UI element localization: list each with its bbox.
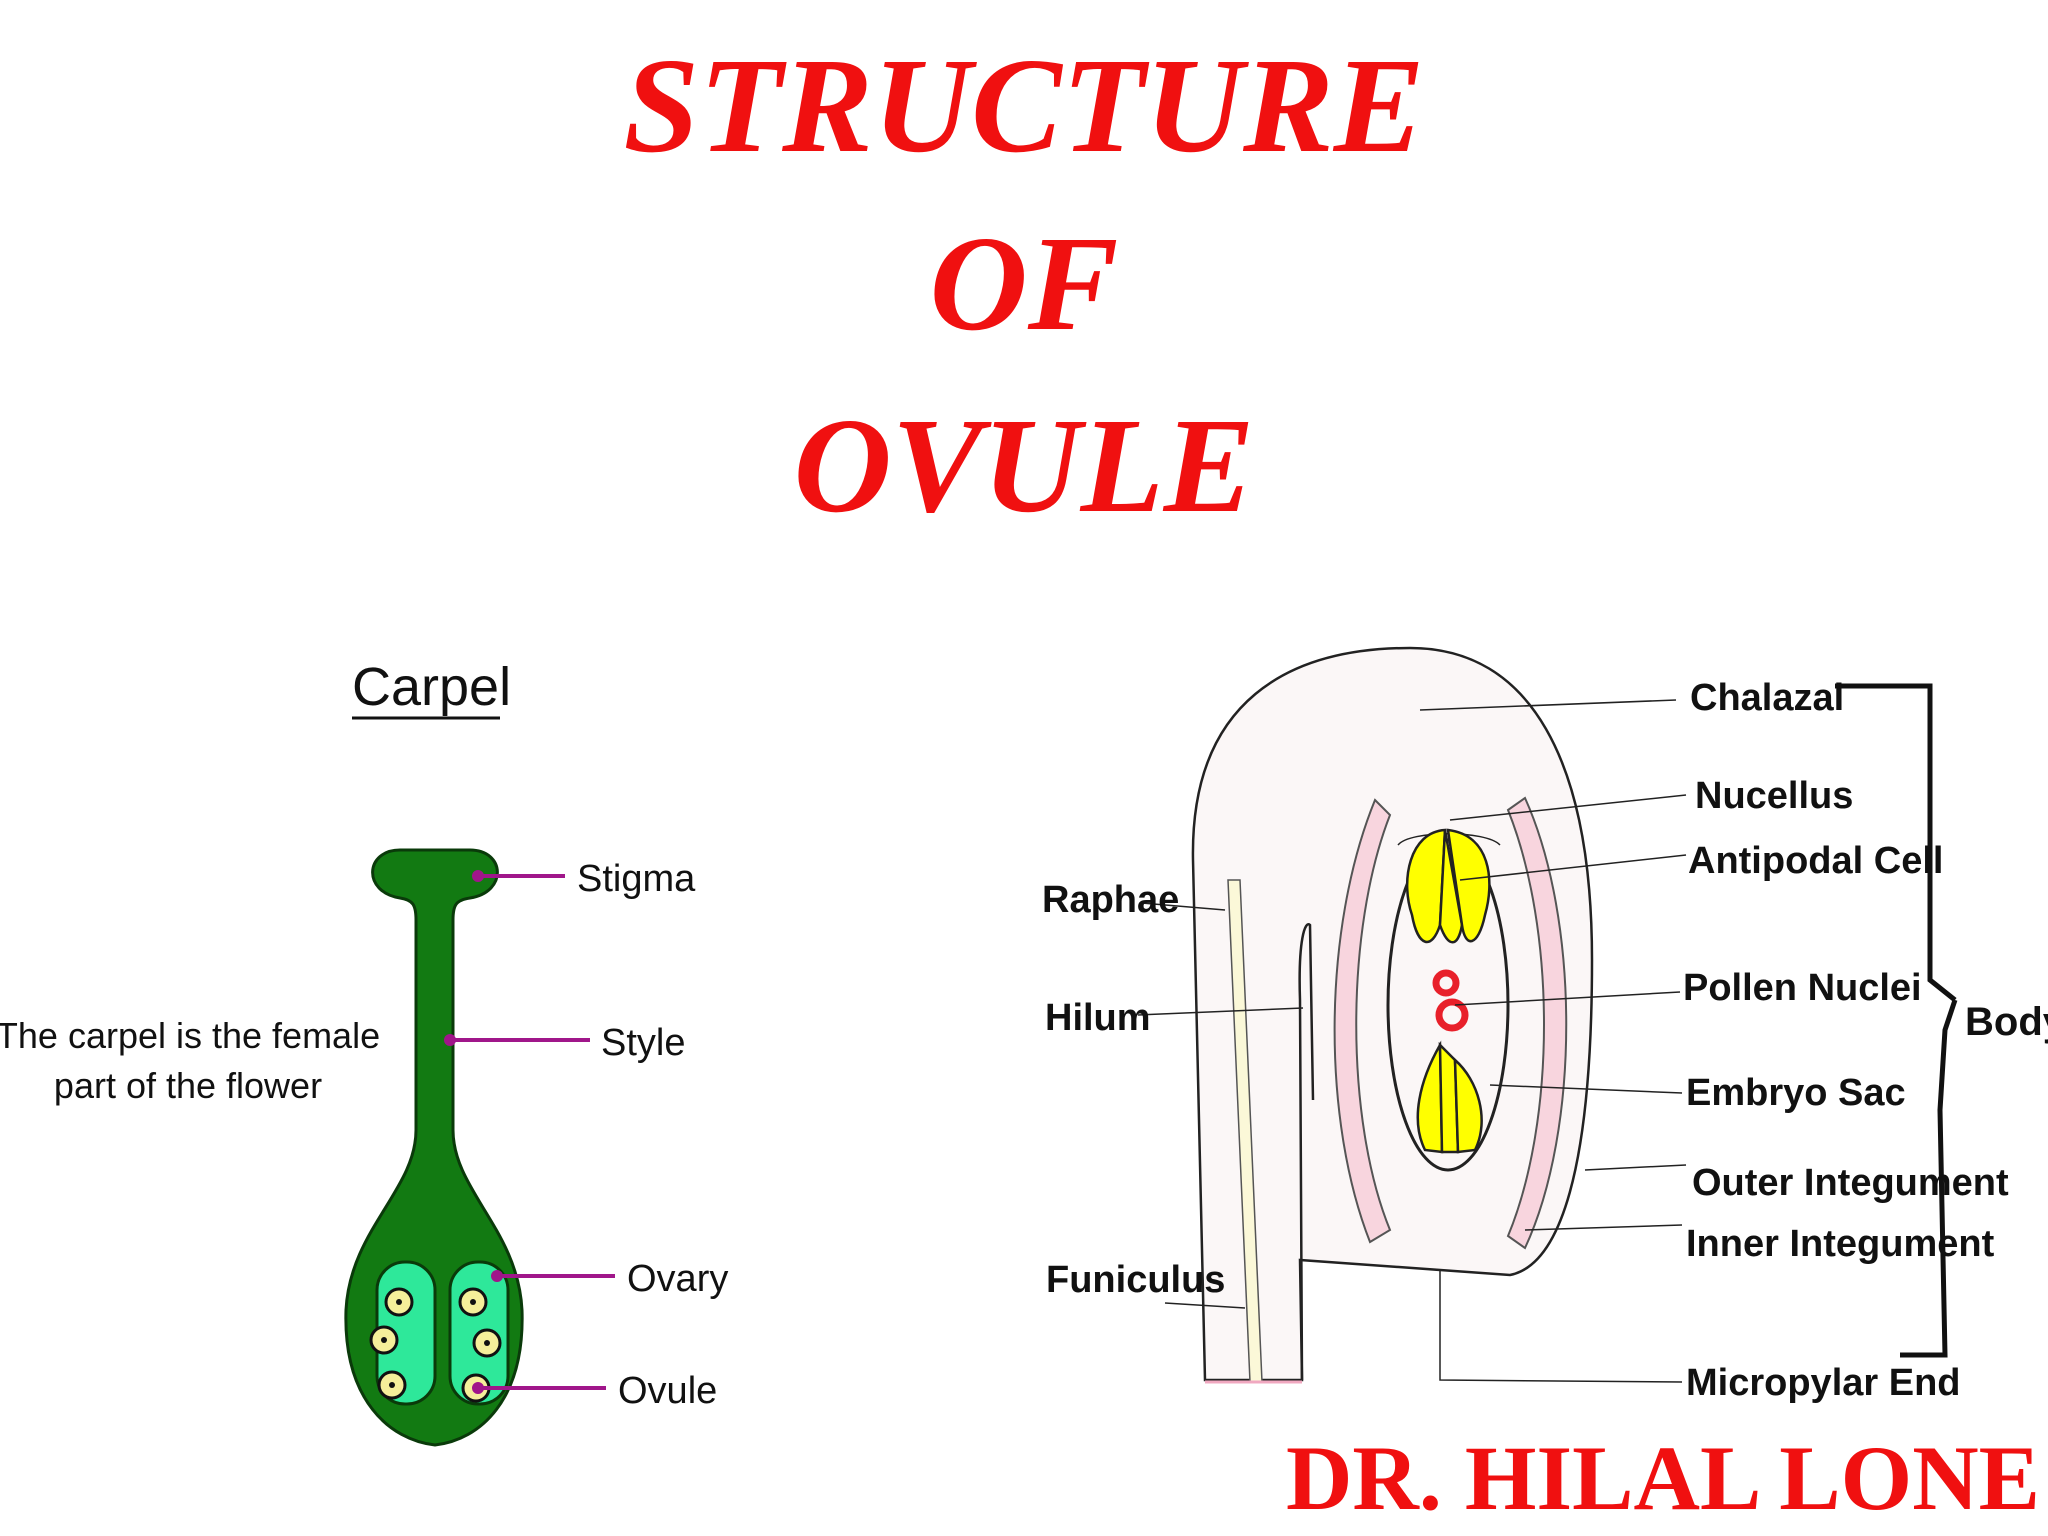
label-pollen-nuclei: Pollen Nuclei bbox=[1683, 967, 1922, 1009]
author-credit: DR. HILAL LONE bbox=[1285, 1427, 2040, 1529]
label-body: Body bbox=[1965, 1000, 2048, 1044]
label-ovule: Ovule bbox=[618, 1370, 717, 1412]
label-style: Style bbox=[601, 1022, 685, 1064]
label-hilum: Hilum bbox=[1045, 997, 1151, 1039]
carpel-pointers bbox=[444, 870, 615, 1394]
body-bracket bbox=[1835, 683, 1958, 1358]
ovule-dot bbox=[369, 1325, 399, 1355]
ovule-dot bbox=[384, 1287, 414, 1317]
title-line-1: STRUCTURE bbox=[623, 31, 1425, 181]
label-ovary: Ovary bbox=[627, 1258, 728, 1300]
label-funiculus: Funiculus bbox=[1046, 1259, 1225, 1301]
label-antipodal-cell: Antipodal Cell bbox=[1688, 840, 1943, 882]
carpel-caption-line-2: part of the flower bbox=[54, 1065, 322, 1106]
antipodal-cells bbox=[1405, 828, 1491, 944]
label-embryo-sac: Embryo Sac bbox=[1686, 1072, 1906, 1114]
title-line-3: OVULE bbox=[793, 391, 1255, 541]
label-chalazal: Chalazal bbox=[1690, 677, 1844, 719]
carpel-caption-line-1: The carpel is the female bbox=[0, 1015, 380, 1056]
hilum-groove bbox=[1298, 923, 1315, 1381]
label-nucellus: Nucellus bbox=[1695, 775, 1853, 817]
ovule-dot bbox=[458, 1287, 488, 1317]
carpel-diagram: Carpel Stigma Style Ovary Ovule The carp… bbox=[0, 657, 728, 1447]
outer-integument-right bbox=[1506, 796, 1568, 1250]
title-line-2: OF bbox=[929, 209, 1119, 359]
carpel-heading: Carpel bbox=[352, 657, 511, 717]
ovule-diagram: Chalazal Nucellus Antipodal Cell Pollen … bbox=[1042, 646, 2048, 1404]
label-raphae: Raphae bbox=[1042, 879, 1179, 921]
label-stigma: Stigma bbox=[577, 858, 696, 900]
ovule-leader-lines bbox=[1137, 699, 1687, 1383]
label-inner-integument: Inner Integument bbox=[1686, 1223, 1995, 1265]
label-outer-integument: Outer Integument bbox=[1692, 1162, 2009, 1204]
egg-apparatus-cells bbox=[1416, 1040, 1483, 1154]
label-micropylar-end: Micropylar End bbox=[1686, 1362, 1961, 1404]
ovule-dot bbox=[377, 1370, 407, 1400]
outer-integument bbox=[1333, 798, 1392, 1244]
pollen-nuclei bbox=[1432, 969, 1469, 1032]
ovule-dot bbox=[472, 1328, 502, 1358]
